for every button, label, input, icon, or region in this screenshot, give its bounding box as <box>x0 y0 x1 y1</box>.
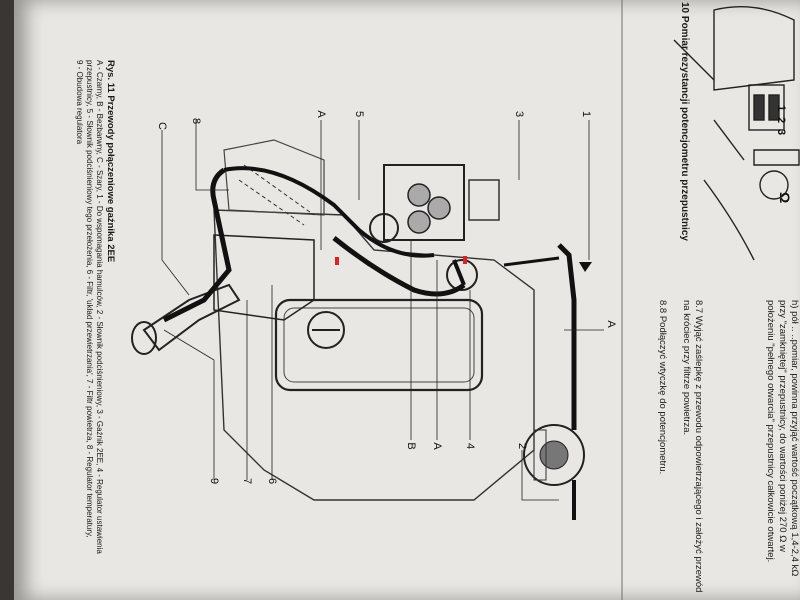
engine-diagram: Ω <box>131 0 800 600</box>
regulator-4 <box>446 259 478 291</box>
figure-caption-line-1: A - Czarny, B - Bezbarwny, C - Szary, 1 … <box>95 60 104 554</box>
book-page: Ω 1 3 5 A 8 C 9 7 6 B A 4 2 A 1 2 3 B Ry… <box>14 0 800 600</box>
callout-8: 8 <box>190 117 202 125</box>
callout-5: 5 <box>353 110 365 118</box>
distributor <box>523 424 585 486</box>
red-marker-2 <box>463 256 467 264</box>
figure-caption-line-3: 9 - Obudowa regulatora <box>75 60 84 145</box>
air-inlet <box>142 283 241 352</box>
callout-4: 4 <box>464 442 476 450</box>
callout-A-right: A <box>431 442 443 450</box>
callout-7: 7 <box>241 477 253 485</box>
callout-A-mid: A <box>605 320 617 328</box>
inset-drawing <box>673 6 800 261</box>
inset-label-3: 3 <box>775 128 787 136</box>
callout-C: C <box>156 122 168 130</box>
callout-3: 3 <box>513 110 525 118</box>
hose-A <box>557 243 577 430</box>
section-heading: 10 Pomiar rezystancji potencjometru prze… <box>679 2 690 241</box>
callout-B: B <box>405 442 417 450</box>
callout-A-left: A <box>315 110 327 118</box>
oil-filler-cap <box>307 311 345 349</box>
hose-black-1 <box>332 236 466 297</box>
figure-caption-title: Rys. 11 Przewody połączeniowe gaźnika 2E… <box>105 60 116 263</box>
callout-2: 2 <box>516 442 528 450</box>
figure-caption-line-2: przepustnicy, 5 - Słownik podciśnieniowy… <box>85 60 94 538</box>
rocker-cover <box>274 298 484 392</box>
callout-6: 6 <box>266 477 278 485</box>
paragraph-3: 8.8 Podłączyć wtyczkę do potencjometru. <box>657 300 668 475</box>
paragraph-2: 8.7 Wyjąć zaślepkę z przewodu odpowietrz… <box>681 300 704 593</box>
air-filter <box>213 234 315 321</box>
carburetor <box>383 164 465 241</box>
svg-text:Ω: Ω <box>777 192 793 203</box>
paragraph-1: h) pół .. ..pomiar, powinna przyjąć wart… <box>765 300 800 577</box>
engine-block <box>213 209 535 501</box>
hose-C <box>162 167 232 323</box>
red-marker-1 <box>335 257 339 265</box>
callout-9: 9 <box>208 477 220 485</box>
callout-1: 1 <box>580 110 592 118</box>
